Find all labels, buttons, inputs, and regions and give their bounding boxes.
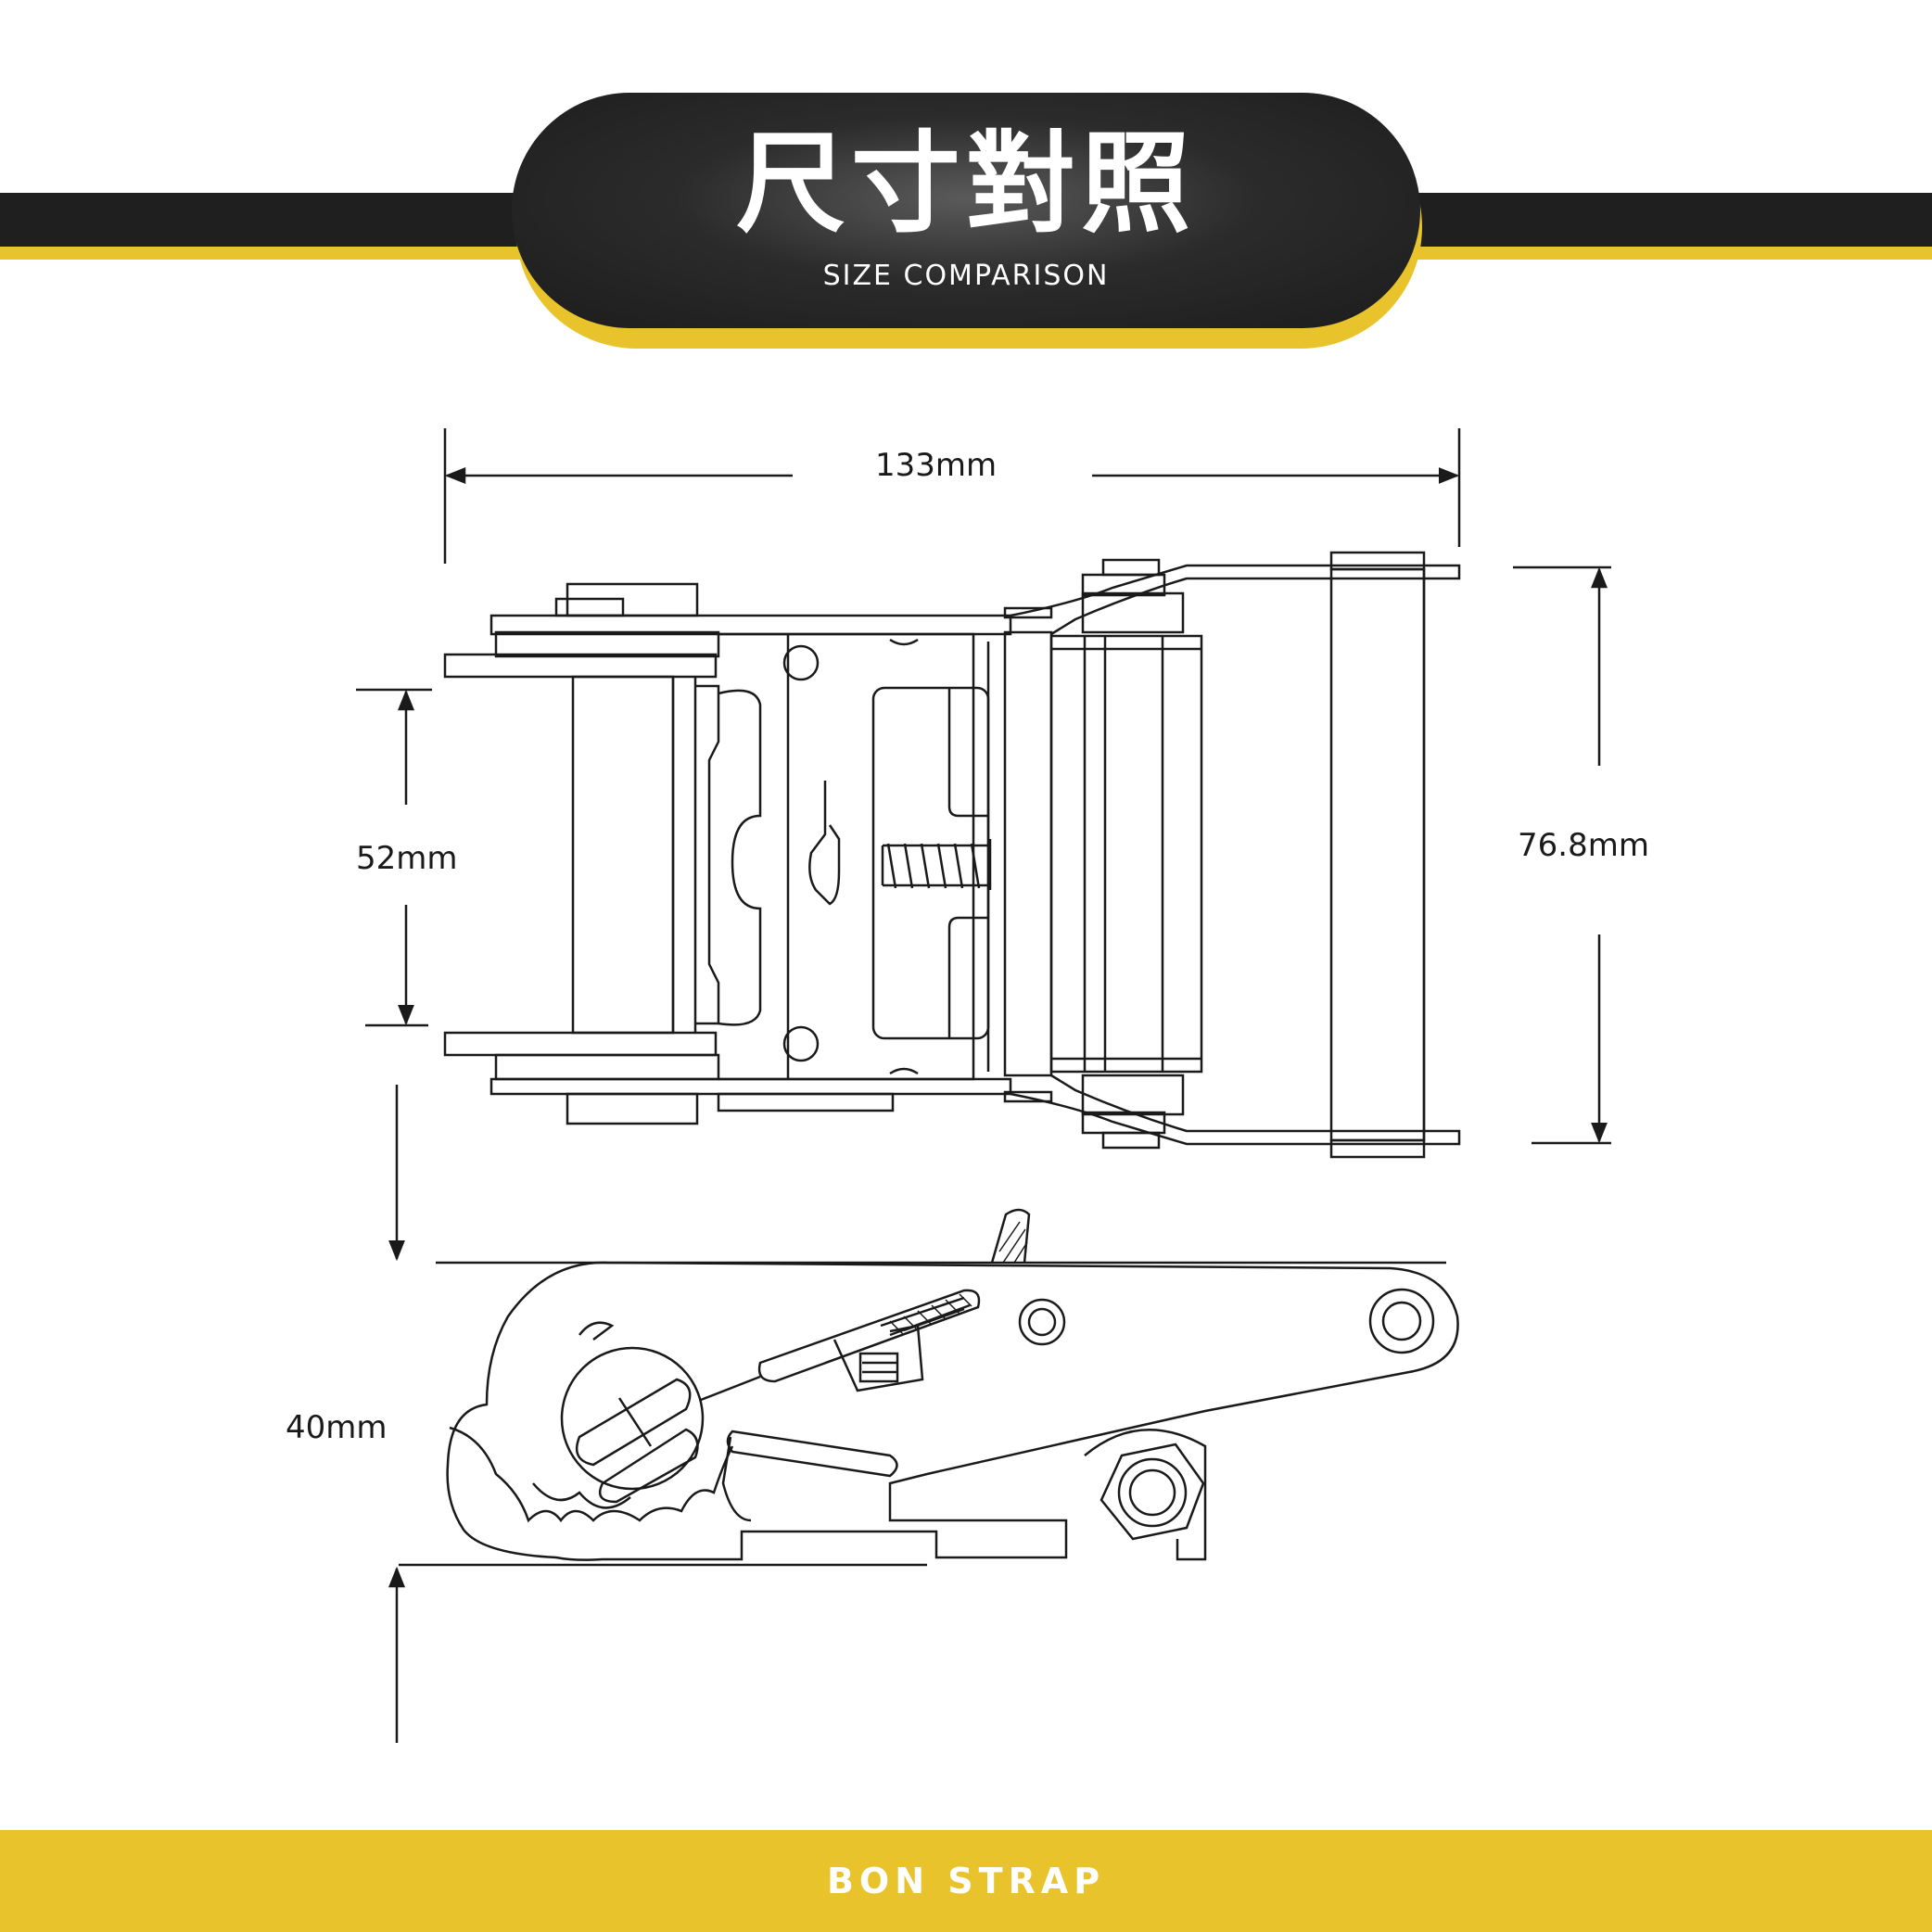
footer-band — [0, 1830, 1932, 1932]
page-title: 尺寸對照 — [735, 120, 1196, 248]
buckle-top-view — [443, 551, 1461, 1159]
page-subtitle: SIZE COMPARISON — [822, 260, 1110, 292]
overall-height-label: 76.8mm — [1518, 827, 1649, 864]
buckle-side-view — [446, 1208, 1459, 1561]
title-pill — [512, 93, 1420, 328]
width-label: 133mm — [875, 447, 998, 484]
inner-height-label: 52mm — [356, 840, 458, 877]
thickness-label: 40mm — [286, 1409, 388, 1446]
spring — [881, 839, 992, 890]
brand-name: BON STRAP — [826, 1861, 1106, 1901]
